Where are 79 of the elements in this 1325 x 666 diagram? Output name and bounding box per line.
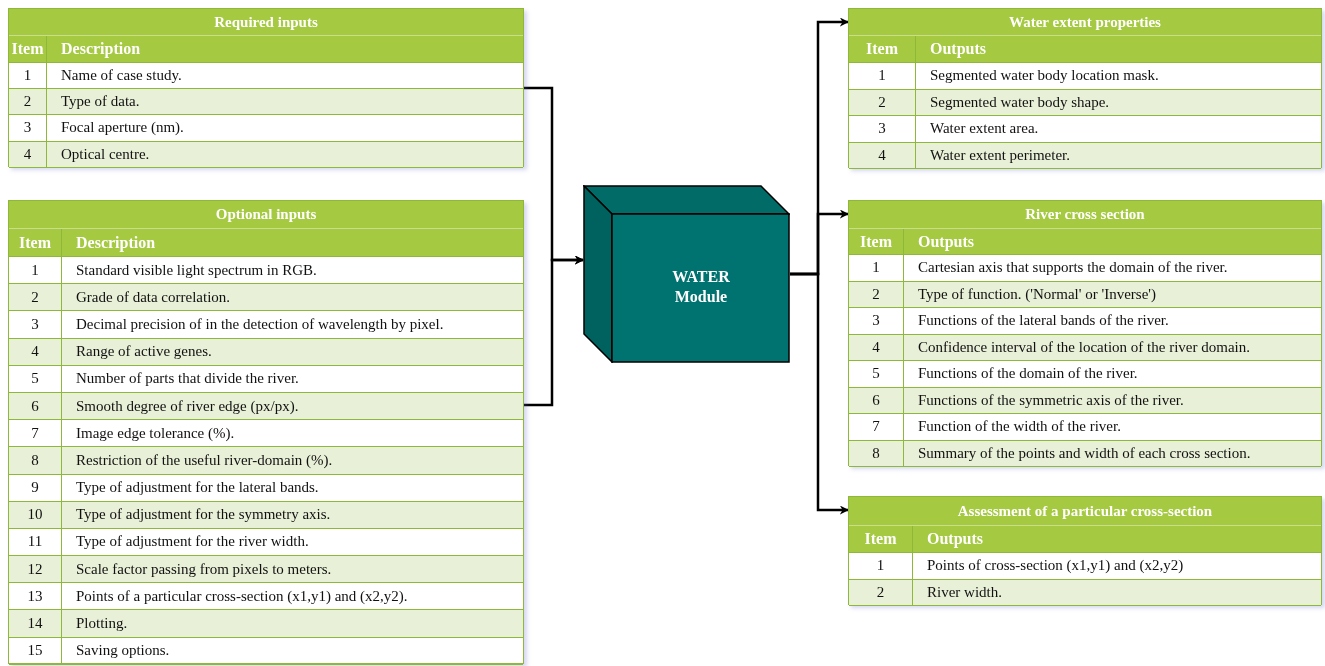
description-text: Scale factor passing from pixels to meters. [62, 556, 523, 584]
item-number: 5 [9, 365, 62, 393]
description-text: Segmented water body shape. [916, 89, 1321, 116]
description-text: Type of function. ('Normal' or 'Inverse') [904, 281, 1321, 308]
description-text: River width. [913, 579, 1321, 606]
description-text: Segmented water body location mask. [916, 63, 1321, 90]
item-number: 14 [9, 610, 62, 638]
column-header: Description [47, 36, 523, 63]
item-number: 1 [849, 255, 904, 282]
description-text: Water extent area. [916, 116, 1321, 143]
item-number: 7 [849, 414, 904, 441]
column-header: Outputs [904, 229, 1321, 255]
description-text: Points of cross-section (x1,y1) and (x2,y2) [913, 553, 1321, 580]
data-table [8, 200, 524, 664]
column-header: Item [849, 36, 916, 63]
item-number: 4 [849, 334, 904, 361]
item-number: 6 [849, 387, 904, 414]
arrow [790, 272, 849, 515]
description-text: Function of the width of the river. [904, 414, 1321, 441]
item-number: 2 [849, 89, 916, 116]
item-number: 2 [849, 579, 913, 606]
table-title: River cross section [849, 201, 1321, 229]
column-header: Outputs [913, 526, 1321, 553]
description-text: Type of adjustment for the lateral bands. [62, 474, 523, 502]
description-text: Grade of data correlation. [62, 284, 523, 312]
item-number: 5 [849, 361, 904, 388]
description-text: Functions of the symmetric axis of the river. [904, 387, 1321, 414]
description-text: Water extent perimeter. [916, 142, 1321, 169]
table-title: Assessment of a particular cross-section [849, 497, 1321, 526]
item-number: 1 [849, 63, 916, 90]
item-number: 4 [9, 141, 47, 168]
description-text: Optical centre. [47, 141, 523, 168]
description-text: Type of data. [47, 89, 523, 116]
item-number: 8 [849, 440, 904, 467]
column-header: Description [62, 229, 523, 257]
table-title: Water extent properties [849, 9, 1321, 36]
column-header: Item [9, 36, 47, 63]
item-number: 6 [9, 392, 62, 421]
item-number: 4 [9, 338, 62, 366]
description-text: Cartesian axis that supports the domain of the river. [904, 255, 1321, 282]
item-number: 3 [9, 311, 62, 339]
item-number: 1 [849, 553, 913, 580]
description-text: Confidence interval of the location of the river domain. [904, 334, 1321, 361]
item-number: 15 [9, 637, 62, 665]
column-header: Item [849, 229, 904, 255]
item-number: 3 [849, 308, 904, 335]
data-table [848, 200, 1322, 466]
description-text: Range of active genes. [62, 338, 523, 366]
item-number: 3 [849, 116, 916, 143]
item-number: 2 [9, 89, 47, 116]
description-text: Focal aperture (nm). [47, 115, 523, 142]
description-text: Type of adjustment for the symmetry axis. [62, 501, 523, 529]
item-number: 4 [849, 142, 916, 169]
column-header: Item [849, 526, 913, 553]
data-table [848, 496, 1322, 605]
item-number: 3 [9, 115, 47, 142]
description-text: Functions of the lateral bands of the river. [904, 308, 1321, 335]
column-header: Outputs [916, 36, 1321, 63]
table-title: Optional inputs [9, 201, 523, 229]
description-text: Functions of the domain of the river. [904, 361, 1321, 388]
column-header: Item [9, 229, 62, 257]
description-text: Number of parts that divide the river. [62, 365, 523, 393]
description-text: Restriction of the useful river-domain (%). [62, 447, 523, 475]
data-table [848, 8, 1322, 168]
description-text: Summary of the points and width of each cross section. [904, 440, 1321, 467]
item-number: 10 [9, 501, 62, 529]
description-text: Decimal precision of in the detection of wavelength by pixel. [62, 311, 523, 339]
description-text: Smooth degree of river edge (px/px). [62, 392, 523, 421]
description-text: Saving options. [62, 637, 523, 665]
item-number: 2 [849, 281, 904, 308]
item-number: 9 [9, 474, 62, 502]
data-table [8, 8, 524, 167]
item-number: 2 [9, 284, 62, 312]
arrow [524, 255, 584, 407]
table-title: Required inputs [9, 9, 523, 36]
item-number: 12 [9, 556, 62, 584]
module-label: WATER Module [671, 266, 731, 307]
item-number: 8 [9, 447, 62, 475]
description-text: Plotting. [62, 610, 523, 638]
